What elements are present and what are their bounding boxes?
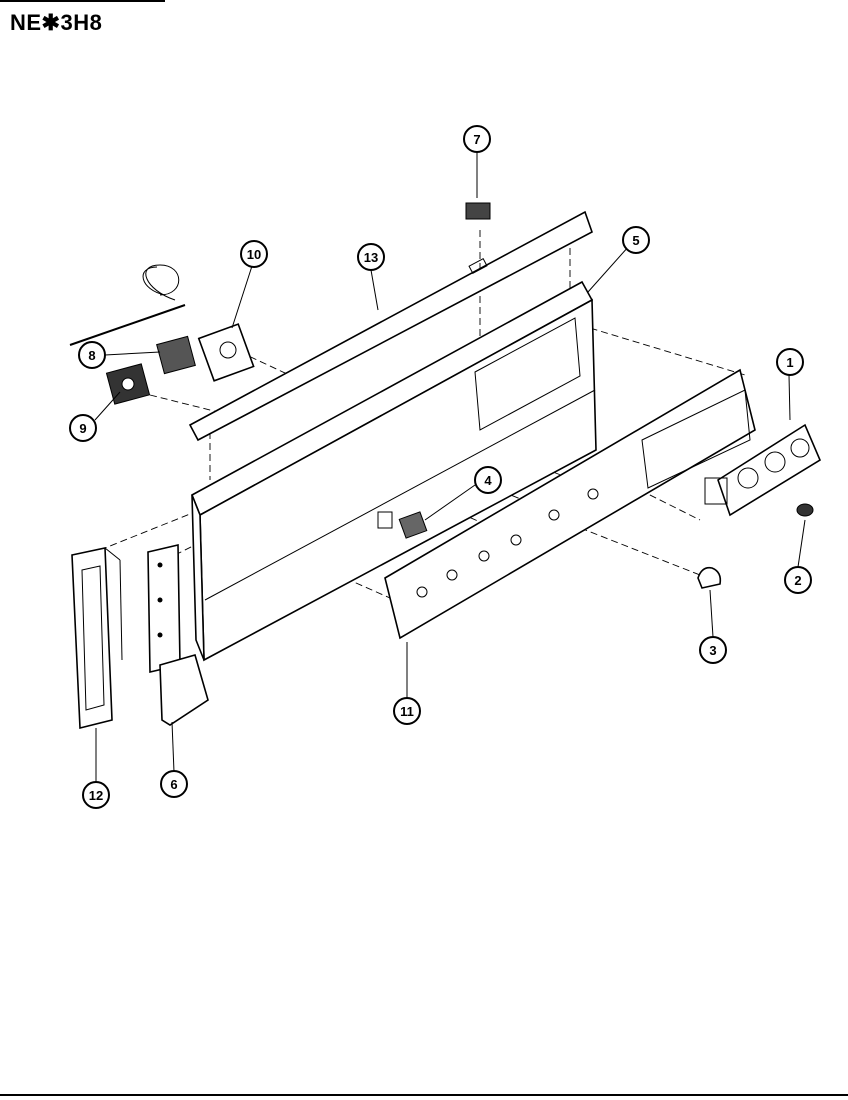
selector-switch [105,363,151,405]
rocker-switch [398,511,428,539]
clock-knob [796,503,814,517]
leader-lines [94,152,806,782]
callout-label: 2 [794,573,801,588]
bottom-rule [0,1094,848,1096]
callout-7: 7 [463,125,491,153]
top-trim-strip [188,210,593,442]
callout-1: 1 [776,348,804,376]
callout-6: 6 [160,770,188,798]
top-rule [0,0,165,2]
callout-12: 12 [82,781,110,809]
callout-label: 3 [709,643,716,658]
end-cap [71,547,123,730]
callout-label: 5 [632,233,639,248]
callout-label: 9 [79,421,86,436]
callout-label: 7 [473,132,480,147]
callout-label: 1 [786,355,793,370]
callout-label: 13 [364,250,378,265]
callout-label: 12 [89,788,103,803]
callout-label: 4 [484,473,492,488]
callout-5: 5 [622,226,650,254]
control-knob [697,566,722,589]
callout-label: 8 [88,348,95,363]
front-control-panel [384,368,756,640]
callout-label: 11 [400,704,414,719]
callout-13: 13 [357,243,385,271]
knob-holes [416,488,599,598]
page-title: NE✱3H8 [10,10,103,35]
callout-11: 11 [393,697,421,725]
callout-2: 2 [784,566,812,594]
indicator-switch [465,202,491,220]
callout-label: 6 [170,777,177,792]
infinite-switch [156,335,196,375]
callout-8: 8 [78,341,106,369]
callout-9: 9 [69,414,97,442]
callout-3: 3 [699,636,727,664]
callout-4: 4 [474,466,502,494]
callout-10: 10 [240,240,268,268]
callout-label: 10 [247,247,261,262]
side-bracket [147,543,209,726]
clock-timer-assembly [704,423,822,517]
thermostat [69,264,255,382]
control-panel-housing [190,280,597,662]
